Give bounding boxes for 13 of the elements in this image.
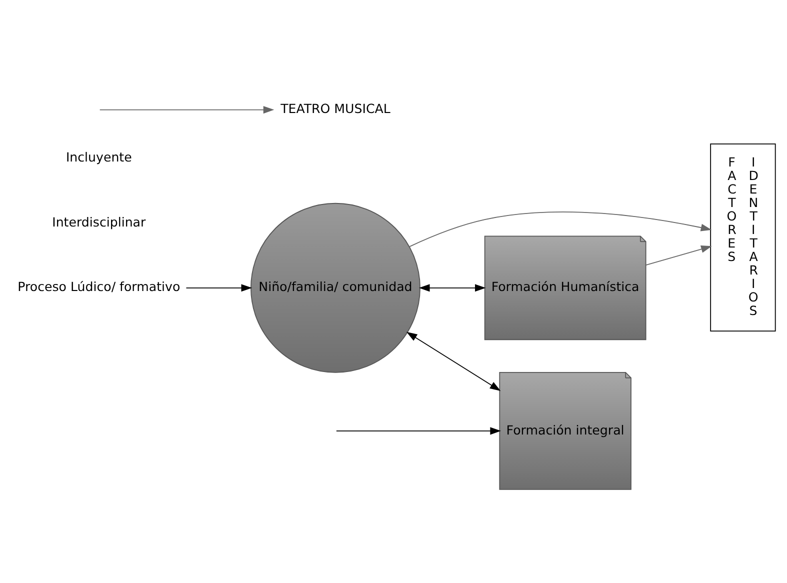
node-text: TEATRO MUSICAL xyxy=(280,101,390,116)
arrow xyxy=(406,332,501,391)
arrow xyxy=(186,284,252,292)
arrow xyxy=(336,427,501,435)
arrow xyxy=(418,284,486,292)
node-text: Proceso Lúdico/ formativo xyxy=(18,279,180,294)
arrow xyxy=(99,106,274,114)
node-circle: Niño/familia/ comunidad xyxy=(250,202,420,373)
node-text: Interdisciplinar xyxy=(52,214,146,230)
node-text: Incluyente xyxy=(66,150,132,165)
arrow xyxy=(645,246,712,266)
arrow xyxy=(409,211,712,247)
node-box: FACTORES IDENTITARIOS xyxy=(710,144,776,332)
